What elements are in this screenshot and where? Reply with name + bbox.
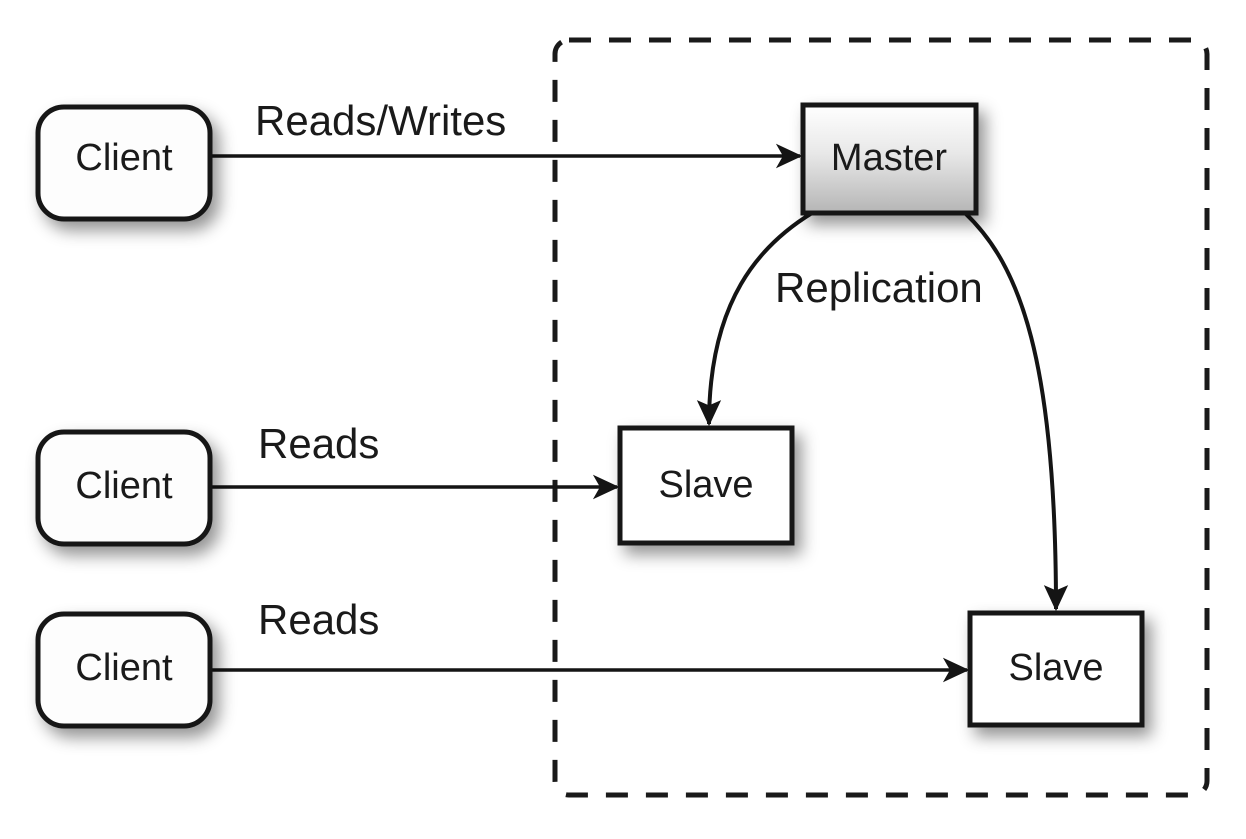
edge-replication-right-curve (963, 211, 1069, 612)
slave-bottom-label: Slave (1008, 647, 1103, 689)
node-master[interactable]: Master (800, 102, 979, 216)
node-client-bottom[interactable]: Client (35, 611, 213, 729)
slave-bottom-box (967, 610, 1145, 728)
edge-replication-left-curve (696, 211, 814, 427)
node-client-top[interactable]: Client (35, 104, 213, 222)
edge-label-reads-bottom: Reads (258, 596, 379, 643)
client-bottom-box (35, 611, 213, 729)
client-bottom-label: Client (75, 647, 173, 689)
edge-label-replication: Replication (775, 264, 983, 311)
node-client-middle[interactable]: Client (35, 429, 213, 547)
client-middle-box (35, 429, 213, 547)
master-label: Master (831, 137, 947, 179)
node-slave-bottom[interactable]: Slave (967, 610, 1145, 728)
database-cluster-boundary (552, 37, 1210, 798)
edge-label-reads-middle: Reads (258, 420, 379, 467)
master-box (800, 102, 979, 216)
slave-middle-label: Slave (658, 464, 753, 506)
node-slave-middle[interactable]: Slave (617, 425, 795, 546)
edge-label-reads-writes: Reads/Writes (255, 97, 506, 144)
client-middle-label: Client (75, 465, 173, 507)
client-top-box (35, 104, 213, 222)
client-top-label: Client (75, 137, 173, 179)
slave-middle-box (617, 425, 795, 546)
